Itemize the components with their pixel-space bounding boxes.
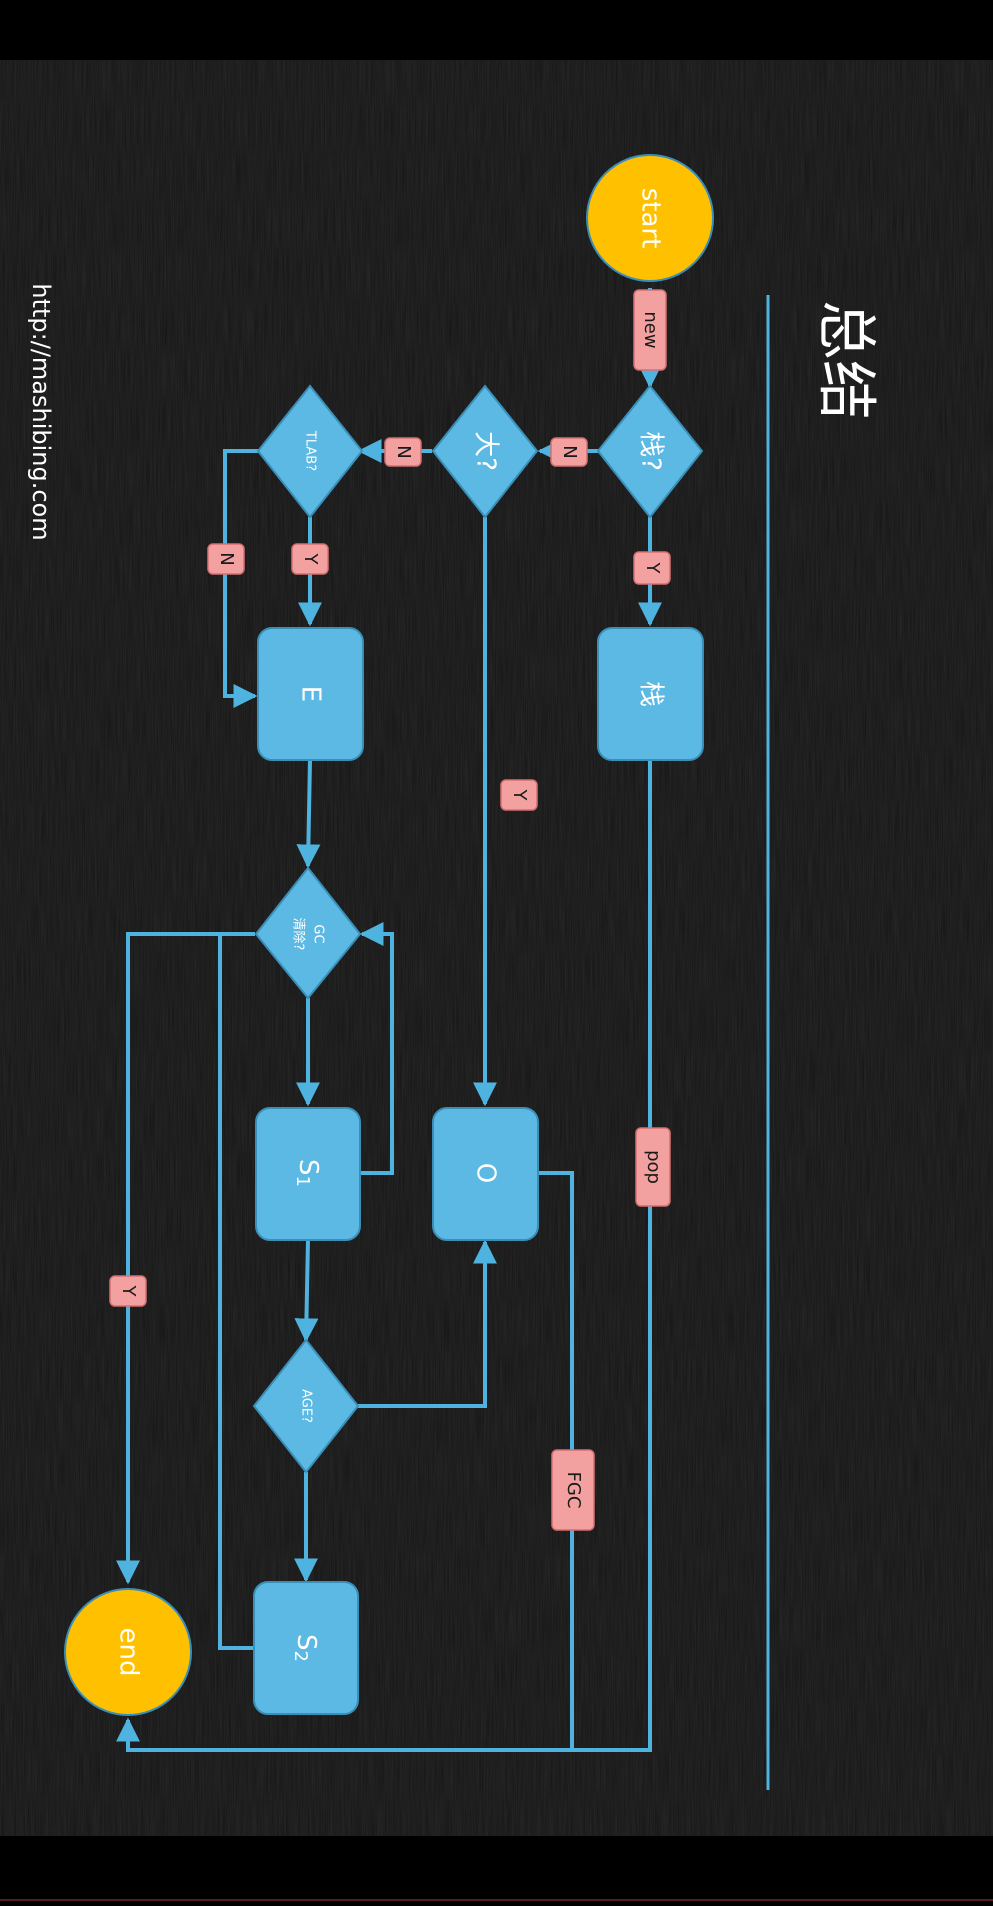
edge-label-new: new — [633, 289, 667, 371]
survivor2-subscript: 2 — [290, 1651, 311, 1662]
edge-label-gc-yes: Y — [109, 1275, 147, 1307]
survivor1-subscript: 1 — [292, 1176, 313, 1187]
edge-label-stack-yes: Y — [633, 551, 671, 585]
end-node[interactable]: end — [64, 1588, 192, 1716]
survivor1-label: S — [294, 1159, 324, 1176]
svg-text:S1: S1 — [292, 1159, 324, 1187]
stack-decision[interactable]: 栈? — [596, 384, 704, 519]
stack-decision-label: 栈? — [636, 431, 666, 471]
footer-url: http://mashibing.com — [27, 283, 55, 540]
svg-text:Y: Y — [118, 1285, 139, 1298]
svg-text:N: N — [216, 552, 237, 565]
start-label: start — [636, 188, 666, 249]
stack-box-label: 栈 — [636, 681, 666, 707]
svg-text:pop: pop — [643, 1150, 664, 1184]
edge-label-stack-no: N — [550, 437, 588, 467]
svg-text:Y: Y — [642, 562, 663, 575]
page-title: 总结 — [810, 300, 880, 420]
stack-box[interactable]: 栈 — [597, 627, 704, 761]
edge-gc-end — [116, 932, 255, 1585]
gc-clear-label-line1: GC — [311, 924, 326, 943]
eden-box[interactable]: E — [257, 627, 364, 761]
edge-label-tlab-no: N — [207, 543, 245, 575]
survivor1-box[interactable]: S1 — [255, 1107, 361, 1241]
edge-label-tlab-yes: Y — [291, 543, 329, 575]
end-label: end — [114, 1628, 144, 1677]
edge-s1-gc-loop — [358, 922, 394, 1175]
svg-text:Y: Y — [509, 789, 530, 802]
tlab-decision-label: TLAB? — [303, 430, 318, 471]
eden-box-label: E — [296, 686, 326, 702]
edge-s1-age — [294, 1239, 319, 1343]
edge-label-big-no: N — [384, 437, 422, 467]
old-gen-box[interactable]: O — [432, 1107, 539, 1241]
age-decision-label: AGE? — [299, 1389, 314, 1423]
tlab-decision[interactable]: TLAB? — [256, 384, 364, 519]
svg-text:new: new — [640, 311, 661, 348]
age-decision[interactable]: AGE? — [252, 1338, 360, 1474]
big-object-decision-label: 大? — [471, 431, 501, 471]
edge-eden-gc — [296, 759, 321, 869]
big-object-decision[interactable]: 大? — [431, 384, 539, 519]
edge-label-big-yes: Y — [500, 779, 538, 811]
old-gen-label: O — [471, 1163, 501, 1183]
edge-stack-pop-end — [116, 760, 652, 1752]
survivor2-label: S — [292, 1634, 322, 1651]
svg-text:N: N — [393, 445, 414, 458]
edge-age-old — [358, 1239, 497, 1408]
svg-text:S2: S2 — [290, 1634, 322, 1662]
chalkboard-texture — [0, 60, 993, 1836]
gc-clear-decision[interactable]: GC 清除? — [254, 866, 362, 1000]
edge-old-fgc-end — [538, 1171, 574, 1750]
start-node[interactable]: start — [586, 154, 714, 282]
edge-s2-gc — [218, 932, 255, 1650]
survivor2-box[interactable]: S2 — [253, 1581, 359, 1715]
gc-clear-label-line2: 清除? — [291, 918, 306, 951]
svg-text:N: N — [559, 445, 580, 458]
svg-text:Y: Y — [300, 553, 321, 566]
edge-label-fgc: FGC — [551, 1449, 595, 1531]
edge-label-pop: pop — [635, 1127, 671, 1207]
svg-text:FGC: FGC — [563, 1472, 584, 1509]
